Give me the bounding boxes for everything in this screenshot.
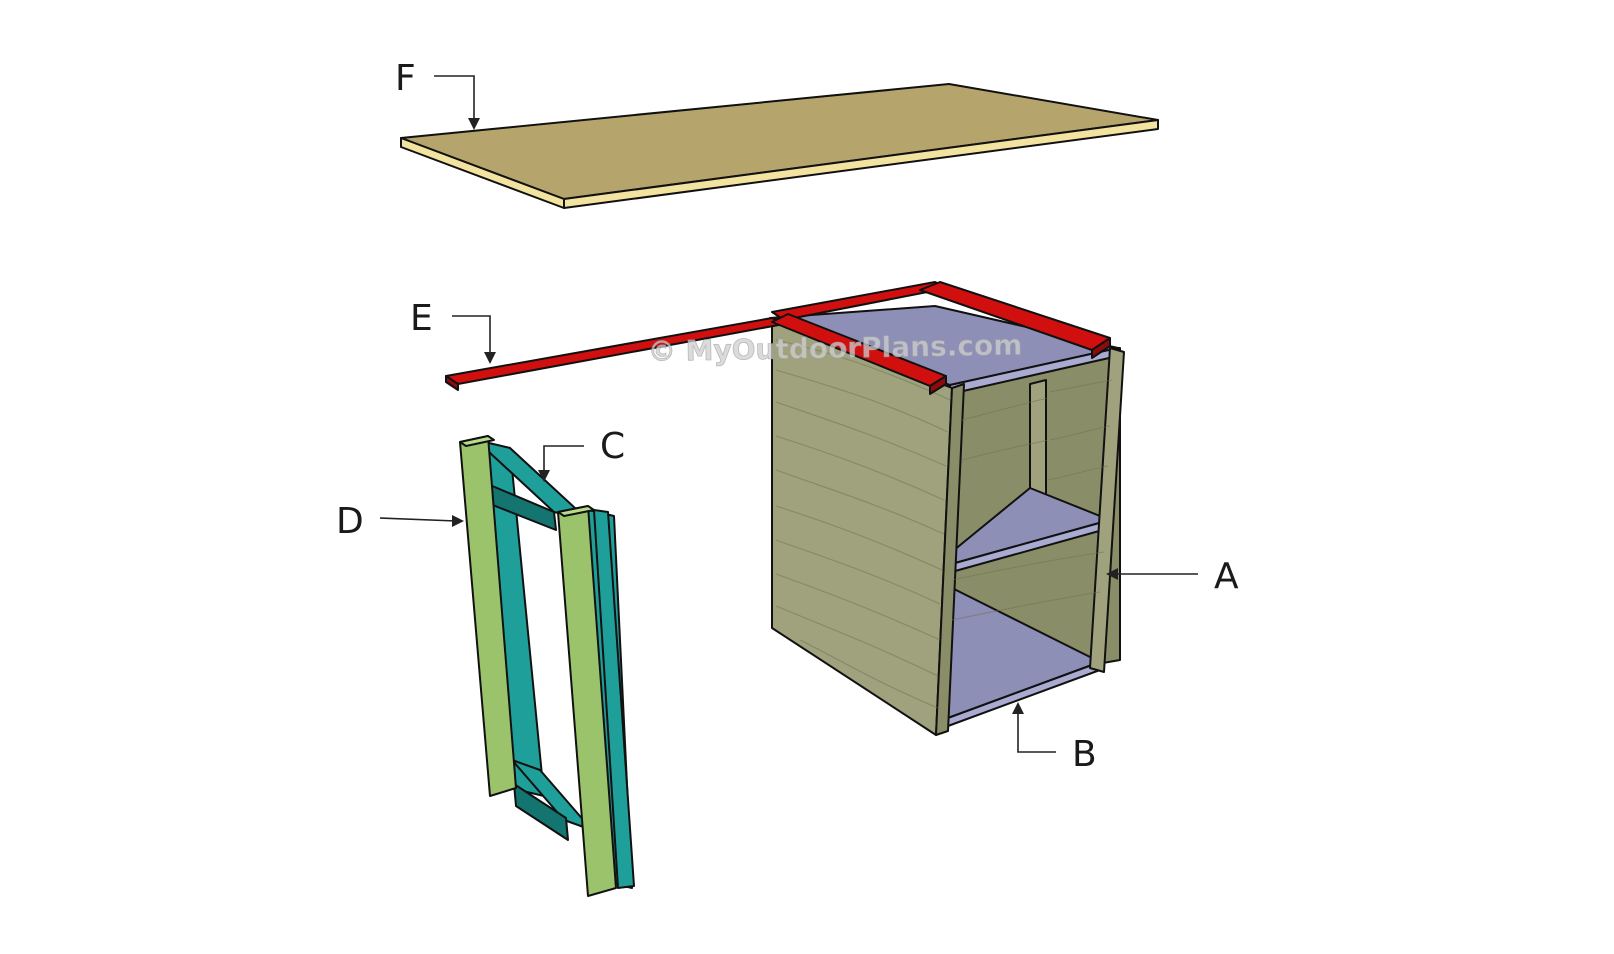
leg-front-right-inner (593, 509, 635, 889)
cabinet-right-side-panel (1089, 347, 1125, 673)
leg-frame (459, 435, 635, 897)
svg-text:F: F (395, 58, 416, 99)
label-b: B (1012, 702, 1097, 775)
leg-bottom-crosspiece-side (513, 783, 569, 841)
svg-text:E: E (410, 298, 433, 339)
watermark: © MyOutdoorPlans.com (648, 328, 1023, 368)
label-d: D (336, 501, 464, 542)
arrow-c-icon (538, 470, 550, 482)
svg-text:A: A (1214, 556, 1239, 597)
label-a: A (1106, 556, 1239, 597)
svg-text:B: B (1072, 734, 1097, 775)
rail-right-front (1091, 337, 1111, 359)
tabletop (400, 83, 1159, 209)
arrow-a-icon (1106, 568, 1118, 580)
arrow-f-icon (468, 118, 480, 130)
svg-text:C: C (600, 426, 625, 467)
label-f: F (395, 58, 480, 130)
rail-front-end (929, 375, 947, 395)
arrow-b-icon (1012, 702, 1024, 714)
label-c: C (538, 426, 625, 482)
support-rails (445, 281, 1111, 395)
tabletop-right-edge (563, 119, 1159, 209)
arrow-e-icon (484, 352, 496, 364)
label-e: E (410, 298, 496, 364)
cabinet (769, 305, 1125, 736)
arrow-d-icon (452, 515, 464, 527)
svg-text:D: D (336, 501, 364, 542)
cabinet-left-side-panel-edge (935, 383, 965, 736)
cabinet-wood-grain (775, 339, 1113, 709)
leg-front-left-edge (459, 435, 495, 447)
rail-long-front (445, 375, 459, 391)
